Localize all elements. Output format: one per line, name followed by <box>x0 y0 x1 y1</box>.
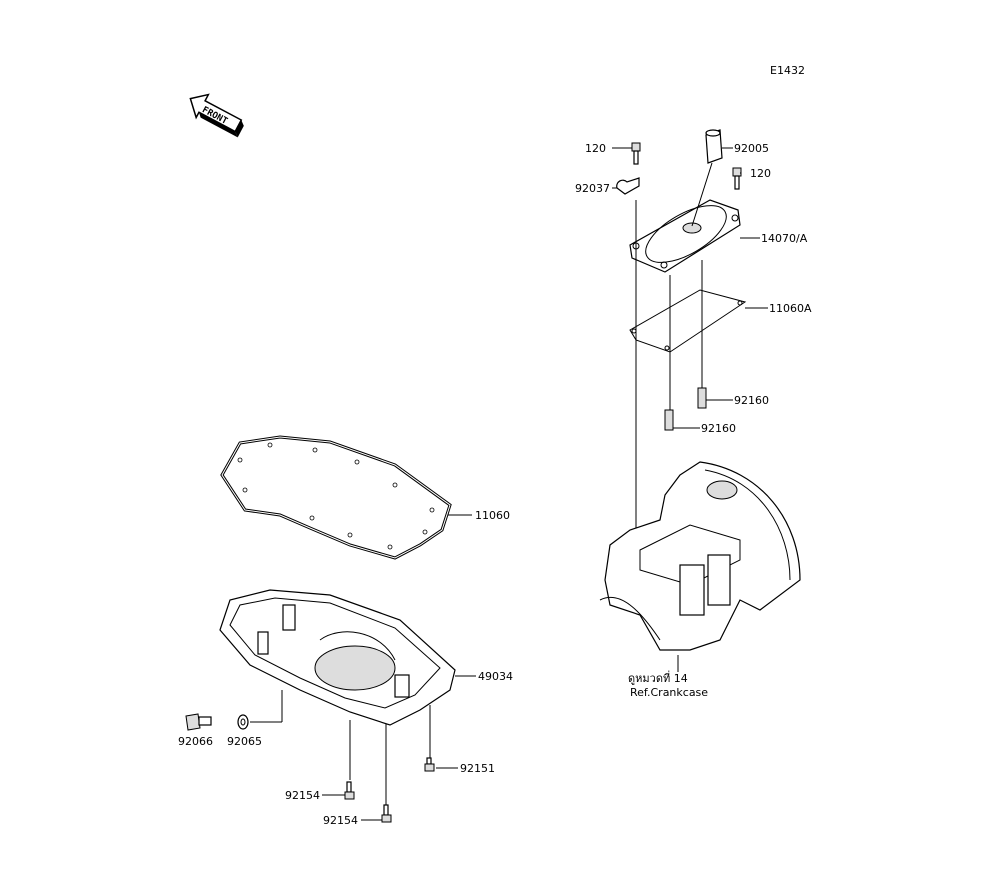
diagram-id: E1432 <box>770 64 805 77</box>
crankcase-reference <box>599 461 801 651</box>
front-arrow-icon: FRONT <box>189 93 244 138</box>
label-92154-upper: 92154 <box>285 789 320 802</box>
label-11060a: 11060A <box>769 302 812 315</box>
label-120-right: 120 <box>750 167 771 180</box>
bolt-92154-lower[interactable] <box>381 804 392 823</box>
oil-pan-gasket-11060[interactable] <box>220 435 452 560</box>
bolt-92154-upper[interactable] <box>344 781 355 800</box>
label-92066: 92066 <box>178 735 213 748</box>
bolt-120-right[interactable] <box>732 167 742 190</box>
crankcase-ref-thai: ดูหมวดที่ 14 <box>628 670 688 685</box>
label-92037: 92037 <box>575 182 610 195</box>
washer-92065[interactable] <box>237 714 249 730</box>
label-92065: 92065 <box>227 735 262 748</box>
crankcase-ref-english: Ref.Crankcase <box>630 686 708 699</box>
dowel-pin-92160-upper[interactable] <box>697 387 707 409</box>
label-92005: 92005 <box>734 142 769 155</box>
label-92160-upper: 92160 <box>734 394 769 407</box>
label-92154-lower: 92154 <box>323 814 358 827</box>
clamp-92037[interactable] <box>616 177 640 195</box>
oil-pan-49034[interactable] <box>219 589 456 726</box>
drain-plug-92066[interactable] <box>185 713 212 731</box>
dowel-pin-92160-lower[interactable] <box>664 409 674 431</box>
cover-14070a[interactable] <box>629 194 741 274</box>
label-92151: 92151 <box>460 762 495 775</box>
label-49034: 49034 <box>478 670 513 683</box>
label-14070a: 14070/A <box>761 232 808 245</box>
bolt-92151[interactable] <box>424 757 435 772</box>
label-120-left: 120 <box>585 142 606 155</box>
bolt-120-left[interactable] <box>631 142 641 165</box>
leader-lines <box>250 147 768 821</box>
label-11060: 11060 <box>475 509 510 522</box>
gasket-11060a[interactable] <box>629 289 747 353</box>
cap-92005[interactable] <box>705 129 723 164</box>
label-92160-lower: 92160 <box>701 422 736 435</box>
